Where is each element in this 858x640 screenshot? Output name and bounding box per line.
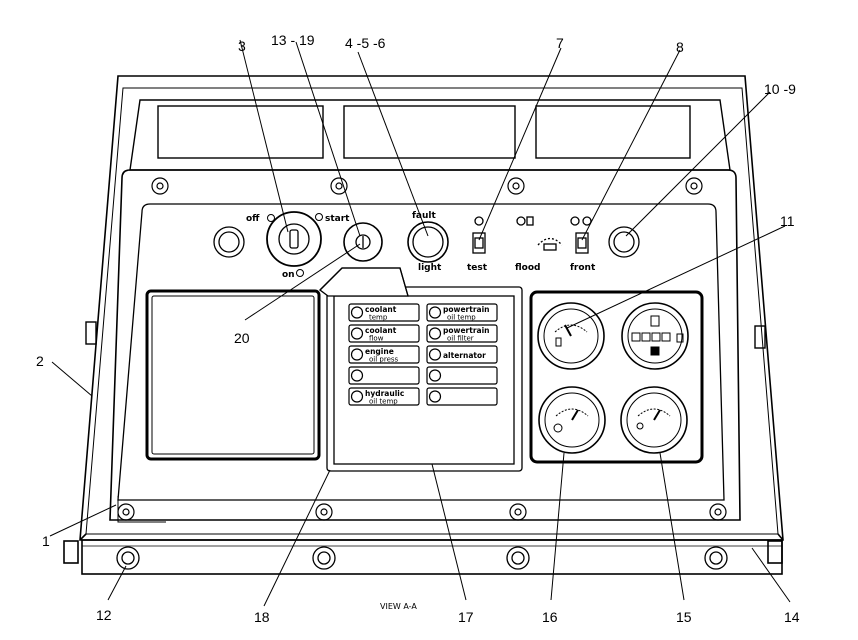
callout-16: 16 bbox=[542, 609, 558, 625]
key-switch[interactable] bbox=[266, 211, 322, 267]
indicator-module bbox=[319, 267, 523, 472]
callouts: 3 13 - 19 4 -5 -6 7 8 10 -9 11 2 20 1 12… bbox=[36, 32, 800, 625]
indicator-right-5 bbox=[426, 387, 498, 406]
blank-button-left[interactable] bbox=[213, 226, 245, 258]
view-label: VIEW A-A bbox=[380, 602, 417, 611]
callout-2: 2 bbox=[36, 353, 44, 369]
callout-15: 15 bbox=[676, 609, 692, 625]
indicator-frame bbox=[348, 345, 420, 364]
indicator-frame bbox=[348, 366, 420, 385]
indicator-frame bbox=[426, 324, 498, 343]
callout-1: 1 bbox=[42, 533, 50, 549]
callout-4-5-6: 4 -5 -6 bbox=[345, 35, 386, 51]
indicator-lamp bbox=[428, 348, 442, 361]
label-start: start bbox=[325, 214, 350, 224]
bottom-rail bbox=[63, 539, 783, 575]
label-light: light bbox=[418, 263, 442, 273]
indicator-label-line1: coolant bbox=[365, 326, 397, 335]
flood-lamp-icon bbox=[516, 216, 534, 226]
indicator-frame bbox=[348, 387, 420, 406]
blank-module bbox=[145, 289, 321, 461]
indicator-frame bbox=[426, 303, 498, 322]
indicator-lamp bbox=[428, 306, 442, 319]
indicator-label-line2: oil temp bbox=[447, 314, 476, 322]
label-test: test bbox=[467, 263, 488, 273]
indicator-lamp bbox=[350, 327, 364, 340]
gauge-status-display bbox=[621, 302, 689, 370]
leader-lines bbox=[49, 39, 791, 607]
indicator-frame bbox=[348, 324, 420, 343]
start-button[interactable] bbox=[343, 222, 383, 262]
label-off: off bbox=[246, 214, 260, 224]
callout-13-19: 13 - 19 bbox=[271, 32, 315, 48]
side-knobs bbox=[85, 321, 766, 349]
indicator-label-line2: oil filter bbox=[447, 335, 474, 343]
gauge-hydraulic-temp bbox=[620, 386, 688, 454]
test-toggle[interactable] bbox=[472, 232, 486, 254]
callout-11: 11 bbox=[780, 213, 795, 229]
callout-3: 3 bbox=[238, 38, 246, 54]
callout-18: 18 bbox=[254, 609, 270, 625]
indicator-label-line2: temp bbox=[369, 314, 388, 322]
indicator-frame bbox=[426, 387, 498, 406]
label-fault: fault bbox=[412, 211, 436, 221]
switch-row bbox=[213, 211, 640, 285]
front-lamp-icon bbox=[570, 216, 592, 226]
indicator-left-4 bbox=[348, 366, 420, 385]
indicator-lamp bbox=[428, 327, 442, 340]
callout-12: 12 bbox=[96, 607, 112, 623]
indicator-label-line1: alternator bbox=[443, 351, 486, 360]
callout-10-9: 10 -9 bbox=[764, 81, 796, 97]
indicator-lamp bbox=[350, 369, 364, 382]
indicator-right-4 bbox=[426, 366, 498, 385]
indicator-label-line2: oil press bbox=[369, 356, 399, 364]
blank-button-right[interactable] bbox=[608, 226, 640, 258]
indicator-lamp bbox=[428, 369, 442, 382]
label-on: on bbox=[282, 270, 295, 280]
label-flood: flood bbox=[515, 263, 540, 273]
callout-14: 14 bbox=[784, 609, 800, 625]
callout-17: 17 bbox=[458, 609, 474, 625]
panel-bolts bbox=[117, 177, 727, 521]
panel-housing bbox=[79, 75, 784, 541]
top-bezel bbox=[129, 99, 731, 171]
callout-8: 8 bbox=[676, 39, 684, 55]
indicator-label-line2: flow bbox=[369, 335, 384, 343]
indicator-lamp bbox=[350, 348, 364, 361]
gauge-coolant-temp bbox=[537, 302, 605, 370]
indicator-label-line1: powertrain bbox=[443, 305, 490, 314]
switch-labels: off start on fault light test flood fron… bbox=[246, 211, 596, 280]
gauge-module bbox=[529, 290, 704, 464]
gauge-fuel-level bbox=[538, 386, 606, 454]
indicator-lamp bbox=[350, 390, 364, 403]
indicator-lamp bbox=[428, 390, 442, 403]
face-panel bbox=[109, 169, 741, 521]
callout-20: 20 bbox=[234, 330, 250, 346]
indicator-label-line1: coolant bbox=[365, 305, 397, 314]
indicator-label-line2: oil temp bbox=[369, 398, 398, 406]
indicator-label-line1: hydraulic bbox=[365, 389, 404, 398]
indicator-frame bbox=[426, 345, 498, 364]
rail-bolts bbox=[116, 546, 728, 570]
indicator-label-line1: engine bbox=[365, 347, 394, 356]
callout-7: 7 bbox=[556, 35, 564, 51]
indicator-frame bbox=[426, 366, 498, 385]
indicator-frame bbox=[348, 303, 420, 322]
indicator-right-3: alternator bbox=[426, 345, 498, 364]
indicator-label-line1: powertrain bbox=[443, 326, 490, 335]
fault-light bbox=[407, 221, 449, 263]
front-toggle[interactable] bbox=[575, 232, 589, 254]
label-front: front bbox=[570, 263, 596, 273]
indicator-lamp bbox=[350, 306, 364, 319]
